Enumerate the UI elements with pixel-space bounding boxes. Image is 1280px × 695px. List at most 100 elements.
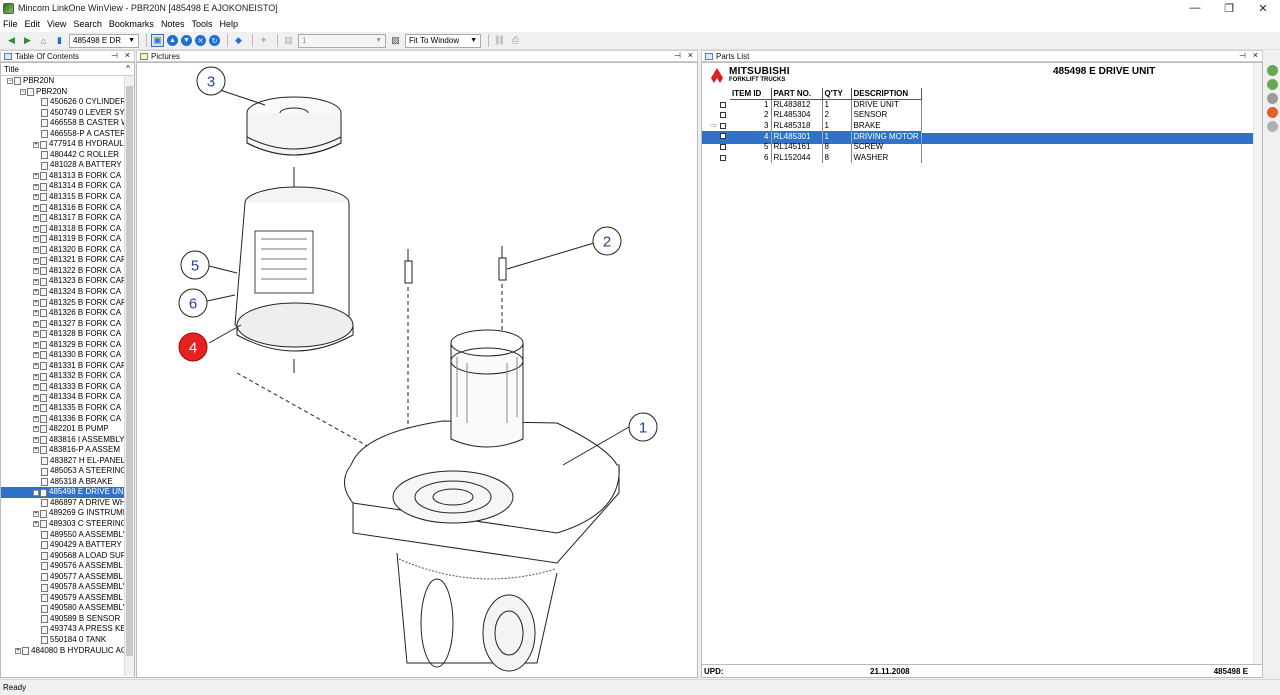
row-checkbox[interactable] (720, 122, 726, 129)
add-note-icon[interactable] (1267, 65, 1278, 76)
minimize-button[interactable]: — (1189, 2, 1201, 14)
toc-item[interactable]: 450749 0 LEVER SY (1, 108, 134, 119)
chevron-up-icon[interactable]: ^ (126, 64, 130, 73)
toc-book[interactable]: −PBR20N (20, 86, 68, 96)
page-view-icon[interactable]: ▣ (151, 34, 164, 47)
toc-item[interactable]: 485318 A BRAKE (1, 477, 134, 488)
expand-icon[interactable]: + (33, 257, 39, 264)
expand-icon[interactable]: + (33, 173, 39, 180)
column-part-no[interactable]: PART NO. (771, 88, 823, 100)
menu-tools[interactable]: Tools (191, 19, 213, 29)
row-checkbox[interactable] (720, 101, 726, 108)
toc-item[interactable]: +481315 B FORK CA (1, 192, 134, 203)
book-selector[interactable]: 485498 E DR▼ (69, 33, 139, 48)
menu-edit[interactable]: Edit (24, 19, 41, 29)
menu-search[interactable]: Search (73, 19, 102, 29)
nav-down-icon[interactable]: ▼ (181, 35, 192, 46)
toc-item[interactable]: +481319 B FORK CA (1, 234, 134, 245)
zoom-icon[interactable]: ▧ (391, 35, 400, 45)
nav-up-icon[interactable]: ▲ (167, 35, 178, 46)
toc-scrollbar[interactable] (124, 76, 134, 676)
expand-icon[interactable]: + (33, 215, 39, 222)
expand-icon[interactable]: + (33, 341, 39, 348)
lookup-icon[interactable] (1267, 93, 1278, 104)
menu-notes[interactable]: Notes (160, 19, 185, 29)
toc-item[interactable]: +482201 B PUMP (1, 424, 134, 435)
toc-item[interactable]: +483816-P A ASSEM (1, 445, 134, 456)
expand-icon[interactable]: + (33, 436, 39, 443)
row-checkbox[interactable] (720, 144, 726, 151)
expand-icon[interactable]: + (33, 289, 39, 296)
forward-arrow-icon[interactable]: ▶ (24, 35, 31, 45)
toc-item[interactable]: +481329 B FORK CA (1, 340, 134, 351)
toc-item[interactable]: 490578 A ASSEMBLY (1, 582, 134, 593)
toc-item[interactable]: +481331 B FORK CAF (1, 361, 134, 372)
callout-2[interactable]: 2 (592, 226, 622, 256)
expand-icon[interactable]: + (33, 247, 39, 254)
expand-icon[interactable]: + (33, 405, 39, 412)
toc-item[interactable]: 490429 A BATTERY (1, 540, 134, 551)
toc-item[interactable]: +481318 B FORK CA (1, 224, 134, 235)
toc-item[interactable]: 550184 0 TANK (1, 635, 134, 646)
toc-item[interactable]: +485498 E DRIVE UNI (1, 487, 134, 498)
row-checkbox[interactable] (720, 154, 726, 161)
expand-icon[interactable]: + (33, 521, 39, 528)
toc-item[interactable]: +481335 B FORK CA (1, 403, 134, 414)
toc-item[interactable]: +481313 B FORK CA (1, 171, 134, 182)
column-item-id[interactable]: ITEM ID (730, 88, 772, 100)
toc-item[interactable]: +481328 B FORK CA (1, 329, 134, 340)
zoom-selector[interactable]: Fit To Window▼ (405, 33, 481, 48)
collapse-icon[interactable]: − (20, 88, 26, 95)
toc-item[interactable]: 490568 A LOAD SUF (1, 551, 134, 562)
column-qty[interactable]: Q'TY (822, 88, 852, 100)
expand-icon[interactable]: + (33, 141, 39, 148)
toc-item[interactable]: 490589 B SENSOR (1, 614, 134, 625)
expand-icon[interactable]: + (33, 447, 39, 454)
toc-item[interactable]: 490580 A ASSEMBLY (1, 603, 134, 614)
expand-icon[interactable]: + (33, 225, 39, 232)
print-icon[interactable]: ⎙ (511, 35, 520, 45)
toc-item[interactable]: +481321 B FORK CAF (1, 255, 134, 266)
callout-1[interactable]: 1 (628, 412, 658, 442)
menu-help[interactable]: Help (219, 19, 238, 29)
toc-item[interactable]: 490579 A ASSEMBL (1, 593, 134, 604)
expand-icon[interactable]: + (33, 394, 39, 401)
back-arrow-icon[interactable]: ◀ (8, 35, 15, 45)
callout-6[interactable]: 6 (178, 288, 208, 318)
maximize-button[interactable]: ❐ (1224, 2, 1234, 15)
toc-item[interactable]: 466558 B CASTER W (1, 118, 134, 129)
callout-4[interactable]: 4 (178, 332, 208, 362)
close-icon[interactable]: × (1252, 50, 1258, 60)
pin-icon[interactable]: ⊣ (1239, 51, 1246, 60)
nav-stop-icon[interactable]: ✕ (195, 35, 206, 46)
toc-item[interactable]: 450626 0 CYLINDER (1, 97, 134, 108)
expand-icon[interactable]: + (33, 204, 39, 211)
close-button[interactable]: ✕ (1258, 2, 1268, 15)
expand-icon[interactable]: + (33, 384, 39, 391)
expand-icon[interactable]: + (33, 352, 39, 359)
collapse-icon[interactable]: − (7, 78, 13, 85)
toc-item[interactable]: +481330 B FORK CA (1, 350, 134, 361)
row-checkbox[interactable] (720, 112, 726, 119)
bookmark-icon[interactable]: ◆ (235, 35, 242, 45)
toc-column-header[interactable]: Title ^ (1, 63, 134, 76)
pages-icon[interactable]: ▤ (284, 35, 293, 45)
scroll-thumb[interactable] (126, 86, 133, 656)
book-icon[interactable]: ▮ (57, 35, 62, 45)
expand-icon[interactable]: + (33, 194, 39, 201)
expand-icon[interactable]: + (33, 183, 39, 190)
toc-item[interactable]: 481028 A BATTERY (1, 160, 134, 171)
toc-item[interactable]: 485053 A STEERING (1, 466, 134, 477)
toc-item[interactable]: 466558-P A CASTER (1, 129, 134, 140)
page-selector[interactable]: 1▼ (298, 33, 386, 48)
link-icon[interactable]: ⛓ (493, 35, 506, 45)
toc-item[interactable]: 483827 H EL-PANEL (1, 456, 134, 467)
toc-item[interactable]: +481326 B FORK CA (1, 308, 134, 319)
close-icon[interactable]: × (687, 50, 693, 60)
expand-icon[interactable]: + (33, 236, 39, 243)
row-checkbox[interactable] (720, 133, 726, 140)
